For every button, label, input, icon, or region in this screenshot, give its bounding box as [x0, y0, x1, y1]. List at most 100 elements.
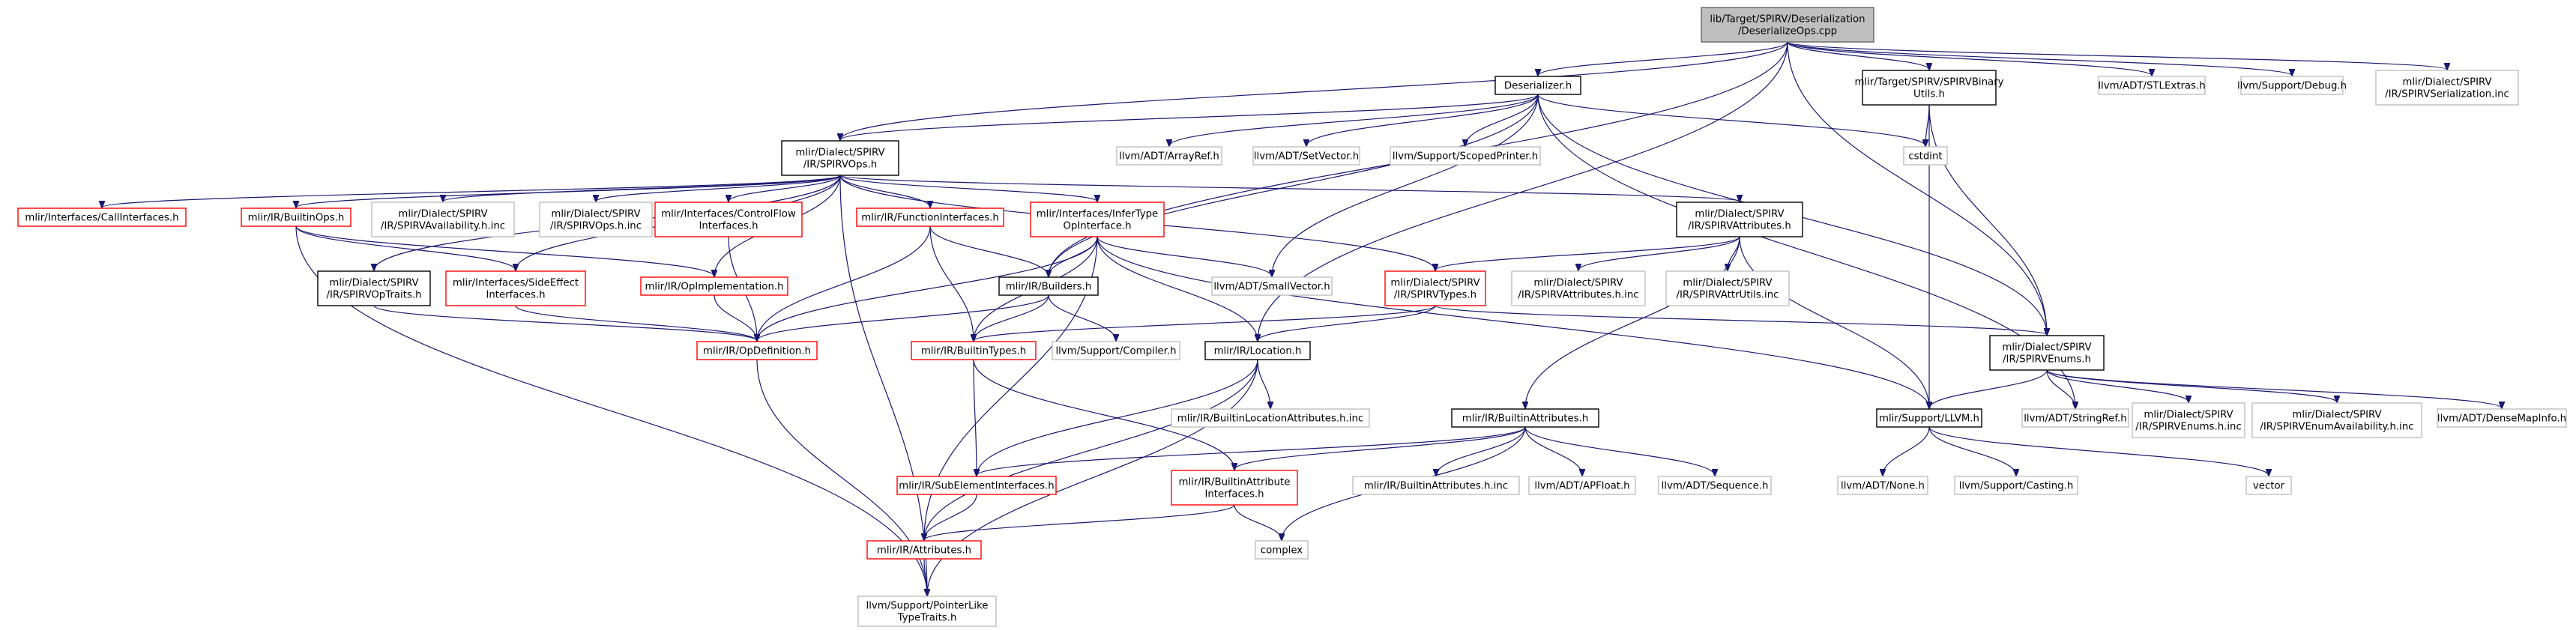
- node-label-line: vector: [2253, 481, 2285, 492]
- node-arrayref[interactable]: llvm/ADT/ArrayRef.h: [1116, 146, 1222, 166]
- node-label-line: TypeTraits.h: [897, 613, 957, 624]
- node-label-line: llvm/ADT/APFloat.h: [1534, 481, 1629, 492]
- edge-spirvattrs-to-llvmh: [1739, 236, 1929, 408]
- node-debug[interactable]: llvm/Support/Debug.h: [2237, 76, 2347, 95]
- node-opdef[interactable]: mlir/IR/OpDefinition.h: [696, 341, 818, 360]
- edge-builtinops-to-opimpl: [295, 225, 714, 276]
- node-complex[interactable]: complex: [1255, 540, 1309, 560]
- node-label-line: /IR/SPIRVOps.h.inc: [550, 221, 642, 232]
- node-builtintypes[interactable]: mlir/IR/BuiltinTypes.h: [911, 341, 1037, 360]
- node-label-line: mlir/Dialect/SPIRV: [1683, 278, 1772, 289]
- node-densemapinfo[interactable]: llvm/ADT/DenseMapInfo.h: [2437, 408, 2567, 428]
- node-box: [1837, 476, 1928, 495]
- node-stringref[interactable]: llvm/ADT/StringRef.h: [2021, 408, 2129, 428]
- node-label-line: mlir/IR/SubElementInterfaces.h: [899, 481, 1054, 492]
- node-builtinattrs[interactable]: mlir/IR/BuiltinAttributes.h: [1451, 408, 1599, 428]
- node-label-line: Interfaces.h: [699, 221, 758, 232]
- node-box: [896, 476, 1057, 495]
- node-spirvtypes[interactable]: mlir/Dialect/SPIRV/IR/SPIRVTypes.h: [1384, 270, 1486, 306]
- edge-llvmh-to-none: [1883, 426, 1930, 476]
- node-casting[interactable]: llvm/Support/Casting.h: [1954, 476, 2078, 495]
- node-spirvopsinc[interactable]: mlir/Dialect/SPIRV/IR/SPIRVOps.h.inc: [539, 202, 653, 237]
- node-none[interactable]: llvm/ADT/None.h: [1837, 476, 1928, 495]
- node-spirvops[interactable]: mlir/Dialect/SPIRV/IR/SPIRVOps.h: [781, 140, 899, 176]
- edge-spirvtypes-to-builtintypes: [974, 305, 1436, 341]
- edge-spirvattrs-to-builtinattrs: [1525, 236, 1740, 408]
- node-spirvenumsinc[interactable]: mlir/Dialect/SPIRV/IR/SPIRVEnums.h.inc: [2132, 402, 2245, 438]
- edge-spirvenums-to-densemapinfo: [2046, 369, 2502, 408]
- node-label-line: llvm/Support/Debug.h: [2237, 81, 2347, 92]
- node-label-line: mlir/Dialect/SPIRV: [795, 148, 884, 159]
- edge-spirvops-to-spirvopsinc: [596, 175, 841, 202]
- node-label-line: cstdint: [1908, 151, 1942, 163]
- edge-root-to-spirvser: [1787, 41, 2447, 70]
- edge-opimpl-to-opdef: [714, 294, 757, 341]
- node-label-line: mlir/Dialect/SPIRV: [1390, 278, 1479, 289]
- node-label-line: mlir/Dialect/SPIRV: [1695, 209, 1784, 220]
- node-label-line: mlir/Interfaces/ControlFlow: [661, 209, 796, 220]
- node-sequence[interactable]: llvm/ADT/Sequence.h: [1658, 476, 1772, 495]
- node-llvmh[interactable]: mlir/Support/LLVM.h: [1876, 408, 1982, 428]
- node-spirvser[interactable]: mlir/Dialect/SPIRV/IR/SPIRVSerialization…: [2375, 70, 2519, 106]
- node-subelem[interactable]: mlir/IR/SubElementInterfaces.h: [896, 476, 1057, 495]
- node-scopedprinter[interactable]: llvm/Support/ScopedPrinter.h: [1390, 146, 1541, 166]
- node-box: [998, 276, 1099, 296]
- edge-funcif-to-builtintypes: [929, 225, 974, 341]
- node-smallvector[interactable]: llvm/ADT/SmallVector.h: [1211, 276, 1333, 296]
- node-stlextras[interactable]: llvm/ADT/STLExtras.h: [2098, 76, 2206, 95]
- node-spirvattrsinc[interactable]: mlir/Dialect/SPIRV/IR/SPIRVAttributes.h.…: [1511, 270, 1646, 306]
- node-spirvattrutils[interactable]: mlir/Dialect/SPIRV/IR/SPIRVAttrUtils.inc: [1665, 270, 1790, 306]
- node-attributes[interactable]: mlir/IR/Attributes.h: [866, 540, 982, 560]
- node-label-line: llvm/ADT/Sequence.h: [1662, 481, 1769, 492]
- edge-spirvenums-to-spirvenumavail: [2046, 369, 2337, 402]
- edge-spirvbin-to-spirvenums: [1928, 104, 2047, 335]
- node-label-line: mlir/Dialect/SPIRV: [329, 278, 418, 289]
- node-location[interactable]: mlir/IR/Location.h: [1204, 341, 1311, 360]
- node-box: [1701, 7, 1874, 43]
- node-spirvoptraits[interactable]: mlir/Dialect/SPIRV/IR/SPIRVOpTraits.h: [317, 270, 431, 306]
- node-spirvenums[interactable]: mlir/Dialect/SPIRV/IR/SPIRVEnums.h: [1989, 335, 2105, 371]
- node-label-line: mlir/Dialect/SPIRV: [2002, 342, 2091, 354]
- node-builders[interactable]: mlir/IR/Builders.h: [998, 276, 1099, 296]
- node-compiler[interactable]: llvm/Support/Compiler.h: [1052, 341, 1180, 360]
- node-label-line: /IR/SPIRVTypes.h: [1394, 290, 1476, 301]
- node-funcif[interactable]: mlir/IR/FunctionInterfaces.h: [856, 208, 1004, 227]
- node-builtinlocinc[interactable]: mlir/IR/BuiltinLocationAttributes.h.inc: [1171, 408, 1370, 428]
- node-opimpl[interactable]: mlir/IR/OpImplementation.h: [640, 276, 788, 296]
- edge-infertype-to-location: [1097, 236, 1258, 341]
- node-builtinops[interactable]: mlir/IR/BuiltinOps.h: [241, 208, 352, 227]
- edge-spirvattrs-to-spirvtypes: [1435, 236, 1740, 270]
- node-label-line: mlir/IR/BuiltinAttributes.h: [1462, 414, 1589, 425]
- node-label-line: mlir/IR/BuiltinOps.h: [248, 213, 345, 224]
- node-callif[interactable]: mlir/Interfaces/CallInterfaces.h: [17, 208, 187, 227]
- node-box: [1862, 70, 1997, 106]
- node-label-line: /IR/SPIRVEnums.h.inc: [2135, 422, 2242, 433]
- node-box: [1384, 270, 1486, 306]
- edge-builders-to-compiler: [1048, 294, 1116, 341]
- node-apfloat[interactable]: llvm/ADT/APFloat.h: [1528, 476, 1636, 495]
- node-label-line: mlir/Interfaces/InferType: [1037, 209, 1158, 220]
- node-label-line: llvm/ADT/ArrayRef.h: [1119, 151, 1219, 163]
- node-deser[interactable]: Deserializer.h: [1494, 76, 1581, 95]
- node-spirvattrs[interactable]: mlir/Dialect/SPIRV/IR/SPIRVAttributes.h: [1676, 202, 1803, 237]
- node-spirvenumavail[interactable]: mlir/Dialect/SPIRV/IR/SPIRVEnumAvailabil…: [2251, 402, 2422, 438]
- node-spirvavail[interactable]: mlir/Dialect/SPIRV/IR/SPIRVAvailability.…: [371, 202, 515, 237]
- node-box: [2251, 402, 2422, 438]
- node-root: lib/Target/SPIRV/Deserialization/Deseria…: [1701, 7, 1874, 43]
- edge-root-to-debug: [1787, 41, 2292, 76]
- node-vector[interactable]: vector: [2245, 476, 2292, 495]
- node-label-line: /IR/SPIRVAttributes.h.inc: [1518, 290, 1638, 301]
- node-builtinattrsinc[interactable]: mlir/IR/BuiltinAttributes.h.inc: [1352, 476, 1520, 495]
- node-label-line: mlir/Dialect/SPIRV: [2402, 77, 2491, 88]
- edge-location-to-attributes: [924, 359, 1258, 540]
- edge-spirvoptraits-to-opdef: [373, 305, 757, 341]
- node-cstdint[interactable]: cstdint: [1903, 146, 1948, 166]
- node-box: [911, 341, 1037, 360]
- node-setvector[interactable]: llvm/ADT/SetVector.h: [1252, 146, 1360, 166]
